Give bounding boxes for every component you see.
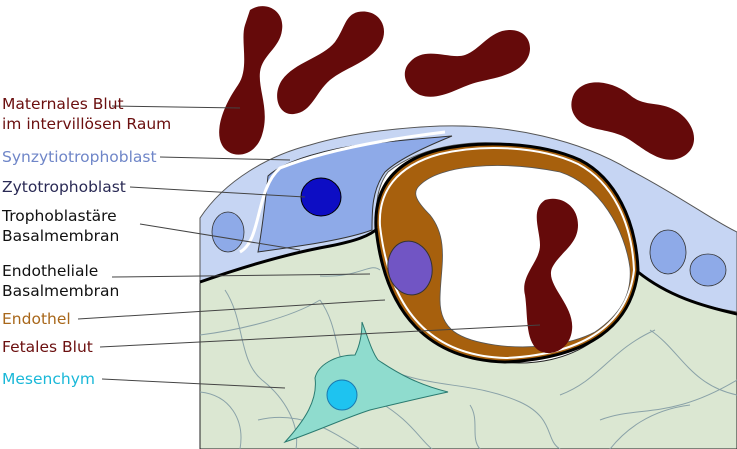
label-endothelial-basement-line2: Basalmembran [2,282,120,300]
label-fetal-blood: Fetales Blut [2,338,93,356]
label-trophoblast-basement-line2: Basalmembran [2,227,120,245]
syncytium-gap [239,130,446,254]
leader-lines [77,105,541,389]
fetal-blood-cell [524,198,578,354]
maternal-rbc-4 [571,82,695,160]
syncytial-nucleus-right-2 [689,253,727,287]
maternal-rbc-1 [219,6,283,155]
label-trophoblast-basement-line1: Trophoblastäre [2,207,117,225]
capillary-lumen [415,165,631,348]
label-mesenchyme: Mesenchym [2,370,95,388]
label-syncytiotrophoblast: Synzytiotrophoblast [2,148,157,166]
label-maternal-blood: Maternales Blut im intervillösen Raum [2,94,171,134]
label-endothelial-basement-line1: Endotheliale [2,262,99,280]
mesenchymal-nucleus [326,379,358,411]
label-maternal-blood-line2: im intervillösen Raum [2,115,172,133]
endothelial-nucleus [387,240,433,296]
label-cytotrophoblast: Zytotrophoblast [2,178,126,196]
trophoblast-basement-membrane [199,226,737,316]
maternal-blood-cells [219,6,695,160]
label-endothelial-basement: Endotheliale Basalmembran [2,261,119,301]
maternal-rbc-3 [404,30,530,97]
maternal-rbc-2 [277,11,385,115]
syncytial-nucleus-left [211,211,245,253]
endothelial-basement-membrane [378,147,636,360]
mesenchymal-cell [283,321,449,444]
label-endothelium: Endothel [2,310,71,328]
syncytial-nucleus-right-1 [649,229,687,275]
label-trophoblast-basement: Trophoblastäre Basalmembran [2,206,119,246]
label-maternal-blood-line1: Maternales Blut [2,95,124,113]
cytotrophoblast-nucleus [300,177,342,217]
